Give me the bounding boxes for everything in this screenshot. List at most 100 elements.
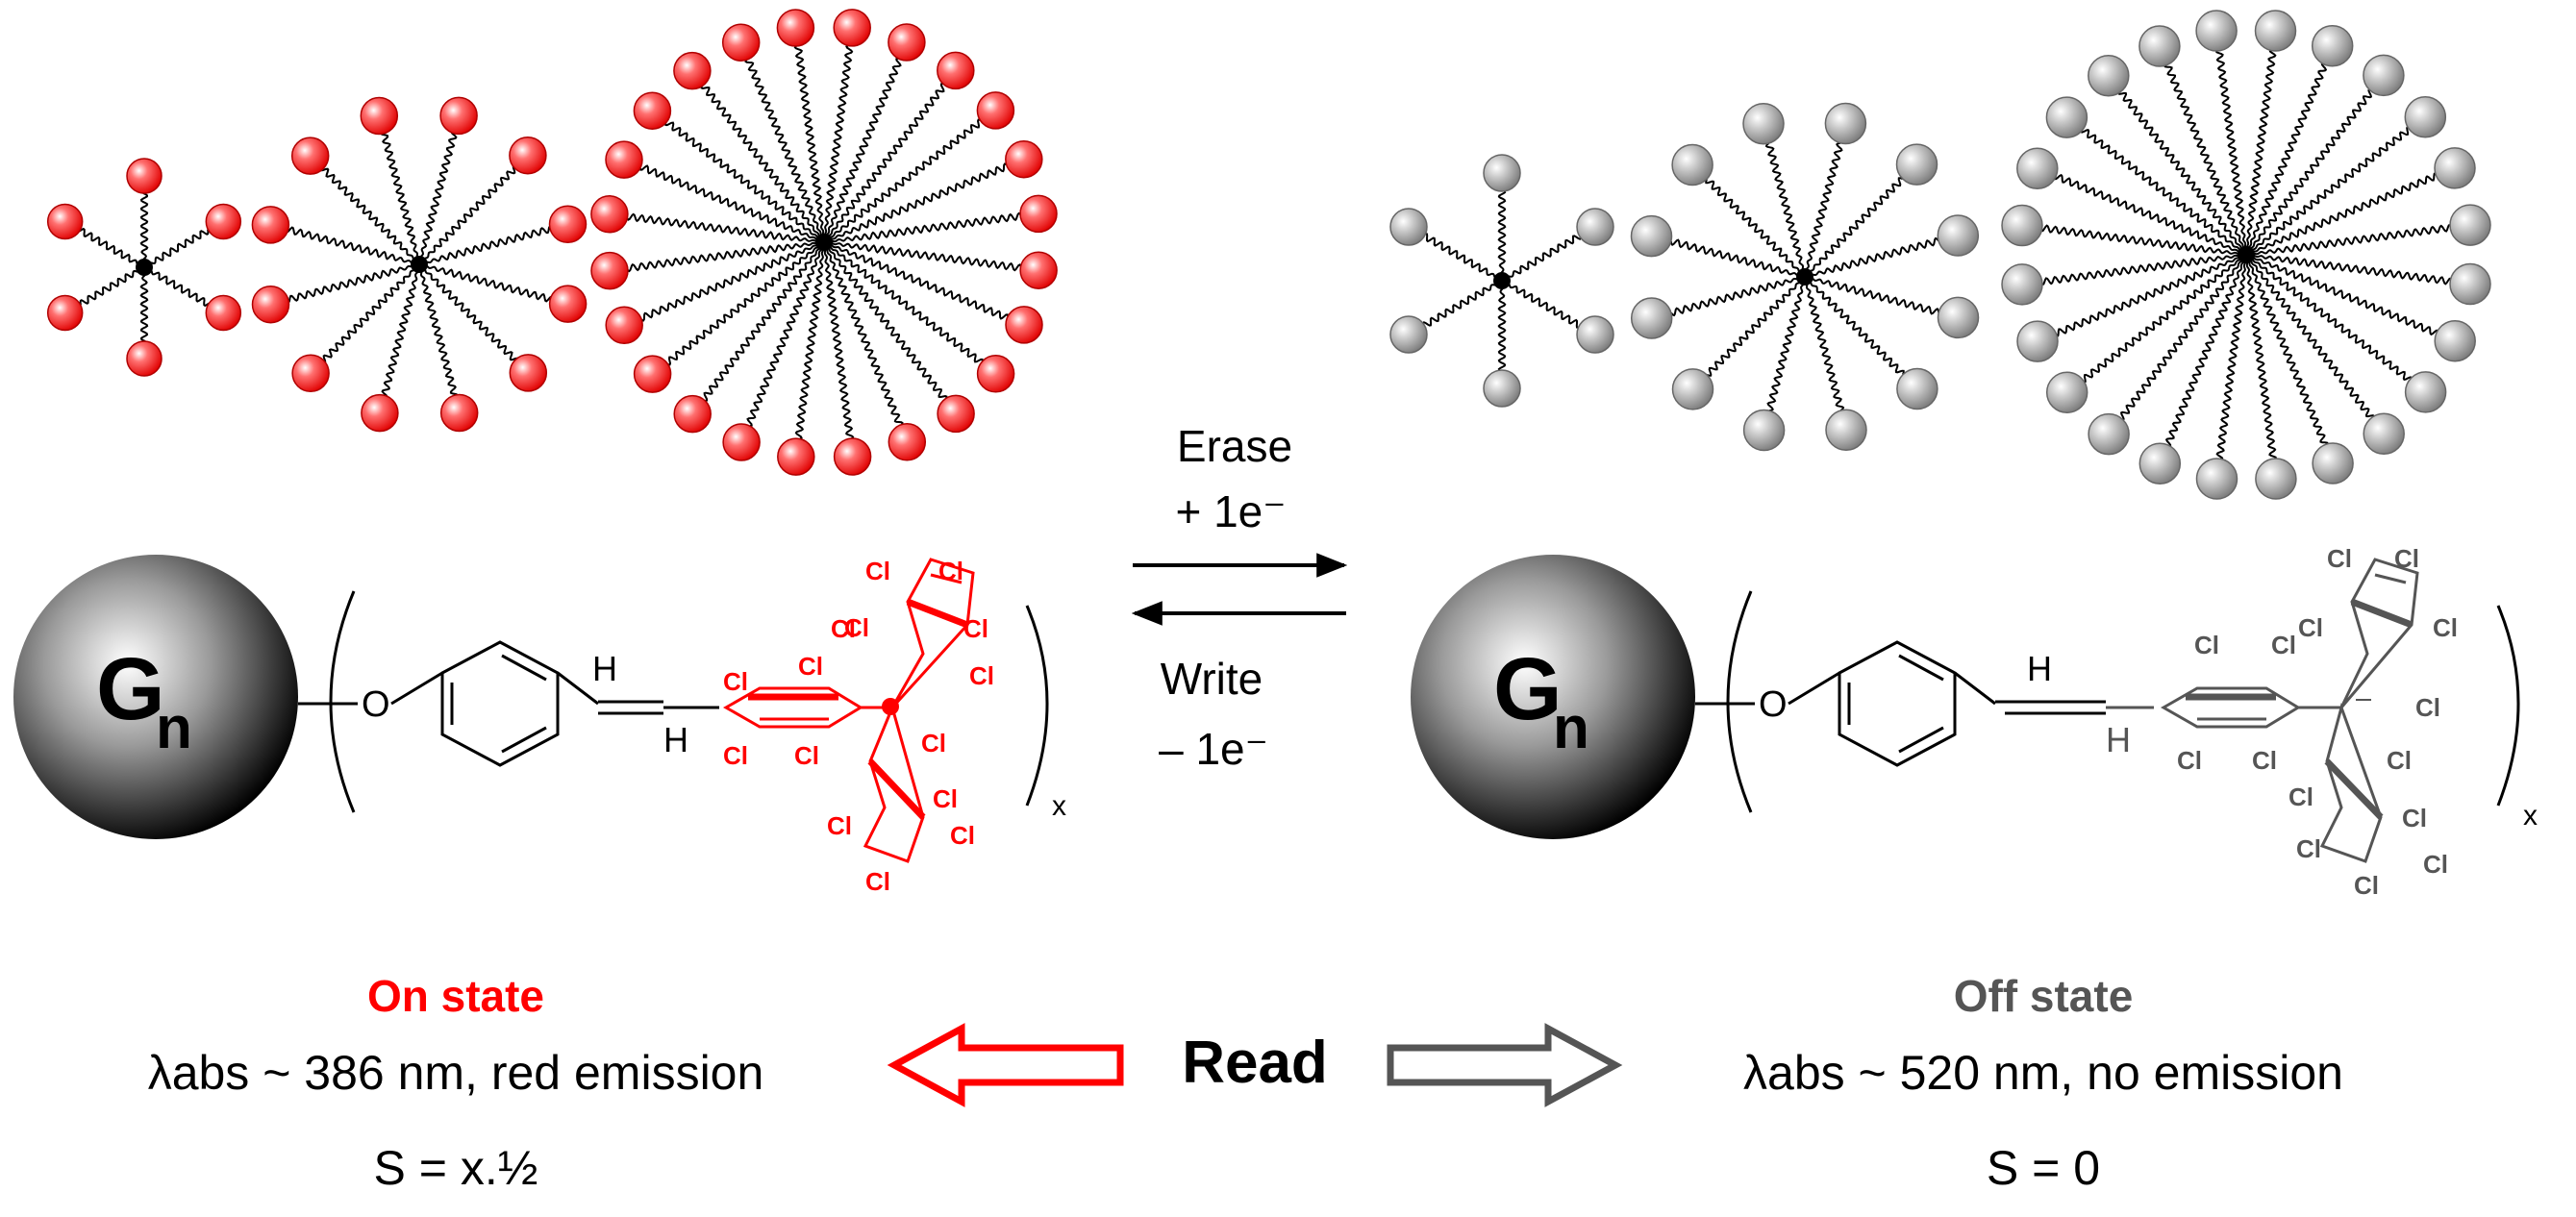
end-group-sphere bbox=[46, 203, 84, 240]
chlorine-label-on: Cl bbox=[831, 614, 856, 643]
dendrimer-arm bbox=[823, 241, 904, 425]
radical-dot bbox=[882, 698, 899, 715]
chlorine-label-on: Cl bbox=[933, 784, 958, 813]
dendrimer-arm bbox=[1804, 177, 1903, 278]
chlorine-label-off: Cl bbox=[2423, 850, 2448, 879]
end-group-sphere bbox=[2404, 96, 2447, 138]
dendrimer-arm bbox=[823, 241, 1010, 320]
end-group-sphere bbox=[1576, 208, 1614, 246]
dendrimer-arm bbox=[143, 266, 210, 308]
chlorine-label-on: Cl bbox=[865, 557, 890, 585]
chlorine-label-on: Cl bbox=[723, 741, 748, 770]
end-group-sphere bbox=[2195, 10, 2238, 52]
dendrimer-g2-off bbox=[1630, 102, 1980, 452]
core-label-off: G bbox=[1493, 640, 1563, 738]
dendrimer-arm bbox=[2163, 64, 2247, 256]
chlorine-label-on: Cl bbox=[794, 741, 819, 770]
end-group-sphere bbox=[633, 91, 672, 130]
dendrimer-arm bbox=[2041, 254, 2247, 286]
chlorine-label-on: Cl bbox=[969, 661, 994, 690]
end-group-sphere bbox=[2254, 10, 2297, 52]
dendrimer-arm bbox=[2245, 223, 2451, 256]
dendrimer-arm bbox=[700, 86, 825, 243]
dendrimer-arm bbox=[1804, 276, 1845, 411]
end-group-sphere bbox=[2045, 371, 2088, 413]
dendrimer-core bbox=[2238, 246, 2255, 263]
dendrimer-arm bbox=[139, 266, 149, 342]
end-group-sphere bbox=[1937, 296, 1980, 339]
dendrimer-arm bbox=[1497, 190, 1507, 282]
end-group-sphere bbox=[2088, 412, 2130, 456]
end-group-sphere bbox=[937, 51, 975, 90]
dendrimer-arm bbox=[703, 241, 825, 402]
end-group-sphere bbox=[1671, 143, 1713, 186]
dendrimer-arm bbox=[2245, 254, 2329, 445]
oxygen-label-off: O bbox=[1759, 684, 1788, 725]
chlorine-label-off: Cl bbox=[2271, 631, 2296, 659]
chlorine-label-on: Cl bbox=[963, 614, 988, 643]
dendrimer-arm bbox=[2245, 254, 2375, 418]
dendrimer-arm bbox=[143, 229, 210, 268]
dendrimer-arm bbox=[823, 241, 948, 399]
ptm-anion-off bbox=[2160, 558, 2419, 863]
dendrimer-arm bbox=[79, 227, 145, 268]
dendrimer-row-off bbox=[1389, 10, 2491, 500]
dendrimer-arm bbox=[418, 263, 552, 303]
chlorine-label-off: Cl bbox=[2387, 746, 2412, 775]
chlorine-label-off: Cl bbox=[2288, 782, 2313, 811]
end-group-sphere bbox=[888, 23, 926, 62]
right-paren-off bbox=[2496, 605, 2520, 807]
left-paren-on bbox=[329, 590, 356, 813]
end-group-sphere bbox=[1483, 369, 1521, 408]
dendrimer-arm bbox=[2245, 62, 2328, 256]
benzene-ring-on bbox=[440, 640, 560, 767]
end-group-sphere bbox=[205, 203, 242, 240]
dendrimer-arm bbox=[1501, 235, 1582, 282]
core-sphere-off bbox=[1411, 555, 1695, 839]
dendrimer-arm bbox=[823, 57, 902, 243]
end-group-sphere bbox=[937, 394, 975, 434]
dendrimer-arm bbox=[626, 212, 825, 243]
end-group-sphere bbox=[1019, 194, 1058, 234]
dendrimer-arm bbox=[1705, 179, 1806, 278]
end-group-sphere bbox=[633, 355, 672, 393]
dendrimer-arm bbox=[2215, 254, 2247, 459]
dendrimer-arm bbox=[823, 83, 945, 243]
chlorine-label-off: Cl bbox=[2177, 746, 2202, 775]
off-state-structure: G n O H H x bbox=[1411, 555, 2538, 839]
dendrimer-arm bbox=[823, 241, 855, 439]
end-group-sphere bbox=[1896, 367, 1938, 410]
h-bottom-on: H bbox=[663, 720, 688, 759]
end-group-sphere bbox=[2434, 319, 2476, 362]
end-group-sphere bbox=[2363, 54, 2405, 97]
end-group-sphere bbox=[1825, 409, 1867, 452]
dendrimer-arm bbox=[638, 164, 825, 243]
end-group-sphere bbox=[360, 96, 399, 136]
end-group-sphere bbox=[205, 294, 242, 332]
end-group-sphere bbox=[1005, 306, 1043, 344]
chlorine-label-on: Cl bbox=[844, 613, 869, 642]
read-label: Read bbox=[1182, 1030, 1328, 1096]
end-group-sphere bbox=[1742, 102, 1785, 145]
dendrimer-arm bbox=[627, 241, 825, 273]
dendrimer-arm bbox=[418, 263, 518, 361]
off-state-title: Off state bbox=[1954, 971, 2134, 1021]
chlorine-label-off: Cl bbox=[2194, 631, 2219, 659]
end-group-sphere bbox=[126, 158, 163, 194]
dendrimer-arm bbox=[287, 226, 420, 265]
chlorine-label-off: Cl bbox=[2252, 746, 2277, 775]
core-subscript-off: n bbox=[1553, 695, 1589, 761]
dendrimer-core bbox=[1796, 268, 1813, 286]
end-group-sphere bbox=[2449, 262, 2491, 306]
end-group-sphere bbox=[722, 423, 761, 461]
end-group-sphere bbox=[251, 206, 290, 244]
end-group-sphere bbox=[888, 423, 927, 461]
end-group-sphere bbox=[2195, 458, 2238, 500]
dendrimer-arm bbox=[139, 192, 149, 268]
end-group-sphere bbox=[2045, 96, 2088, 138]
end-group-sphere bbox=[590, 195, 629, 234]
end-group-sphere bbox=[1630, 214, 1673, 258]
end-group-sphere bbox=[439, 393, 479, 433]
chlorine-label-off: Cl bbox=[2433, 613, 2458, 642]
chlorine-label-off: Cl bbox=[2402, 804, 2427, 832]
